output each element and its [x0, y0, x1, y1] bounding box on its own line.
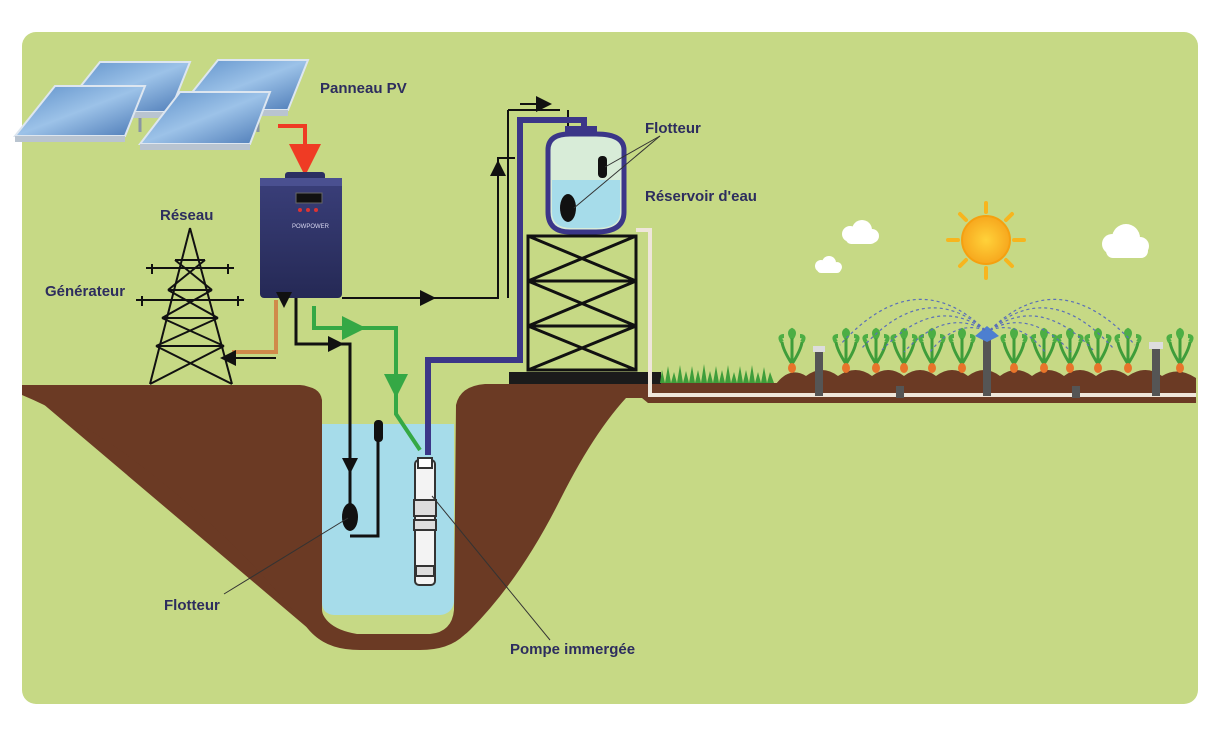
plant-icon: [1056, 327, 1084, 373]
grass: [660, 364, 774, 383]
water-supply-pipe: [425, 117, 587, 455]
pylon-icon: [136, 227, 244, 385]
sprinkler-icon: [813, 326, 1163, 398]
cloud-icon: [815, 220, 1149, 273]
spray-arcs: [839, 298, 1136, 353]
plant-icon: [1166, 327, 1194, 373]
plant-icon: [890, 327, 918, 373]
plant-icon: [1000, 327, 1028, 373]
ac-power-line: [232, 300, 278, 354]
plant-icon: [778, 327, 806, 373]
inverter-brand: POWPOWER: [292, 224, 330, 230]
label-well-float: Flotteur: [164, 597, 220, 614]
leader-lines: [223, 135, 661, 641]
label-tank: Réservoir d'eau: [645, 188, 757, 205]
solar-panel-icon: [12, 59, 310, 150]
pump-icon: [413, 457, 437, 586]
plant-icon: [1084, 327, 1112, 373]
pump-power-line: [312, 306, 422, 452]
label-pump: Pompe immergée: [510, 641, 636, 658]
pv-power-line: [278, 124, 321, 176]
plant-icon: [948, 327, 976, 373]
tank-float-icon: [560, 156, 607, 222]
label-generator: Générateur: [45, 283, 126, 300]
label-tank-float: Flotteur: [645, 120, 701, 137]
label-pv-panel: Panneau PV: [320, 80, 407, 97]
inverter-icon: POWPOWER: [260, 172, 342, 298]
sun-icon: [946, 201, 1026, 280]
plant-icon: [832, 327, 860, 373]
plant-icon: [1114, 327, 1142, 373]
tower-base: [509, 372, 661, 384]
label-grid: Réseau: [160, 207, 214, 224]
well-float-icon: [342, 420, 383, 531]
well-pit: [22, 384, 640, 648]
tank-icon: [545, 126, 627, 235]
tank-tower: [526, 234, 638, 372]
plant-icon: [862, 327, 890, 373]
outflow-pipe: [636, 228, 652, 396]
